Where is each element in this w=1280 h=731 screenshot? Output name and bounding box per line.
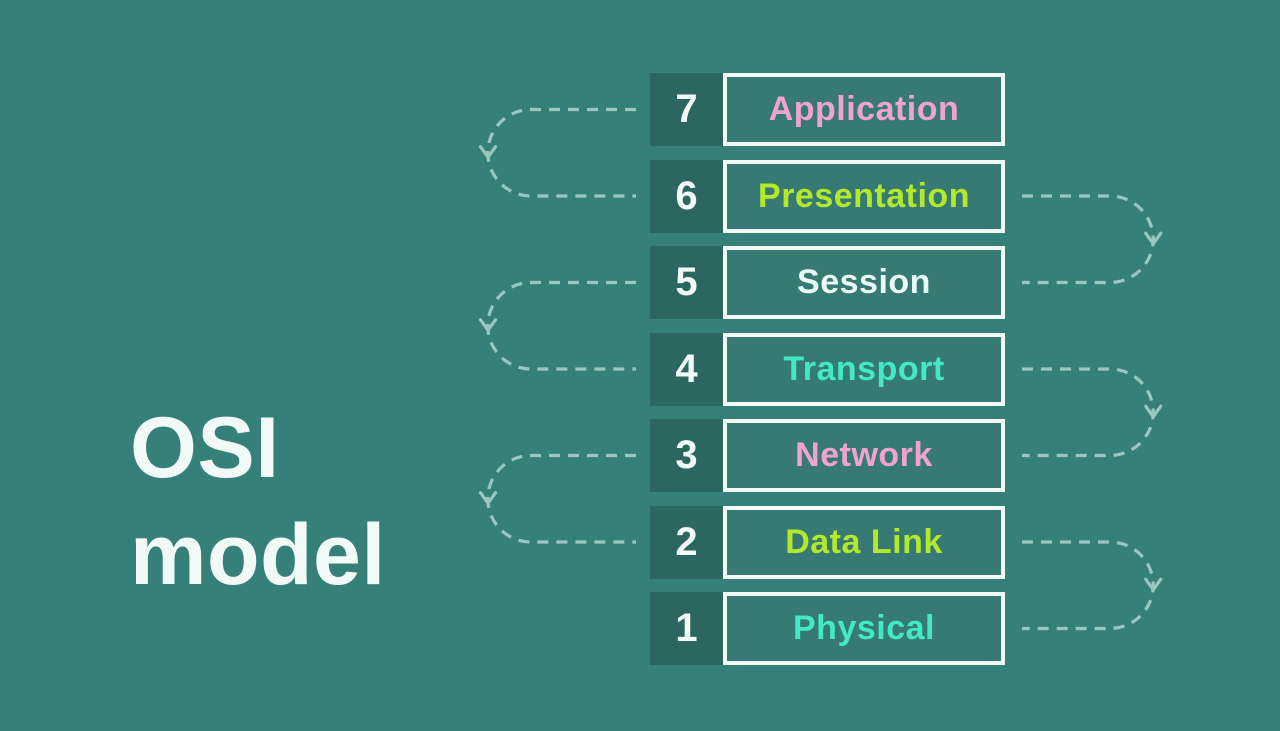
layer-number-box: 7 <box>650 73 723 146</box>
layer-number-box: 1 <box>650 592 723 665</box>
flow-loop-left-3-to-2 <box>486 453 636 544</box>
layer-label-box: Application <box>723 73 1005 146</box>
layer-label: Physical <box>793 609 935 647</box>
page-title-line-1: OSI <box>130 400 280 496</box>
layer-label: Data Link <box>785 522 943 561</box>
layer-number-box: 2 <box>650 505 723 579</box>
layer-row-transport: 4 Transport <box>650 332 1005 406</box>
layer-label-box: Presentation <box>723 159 1005 233</box>
arrow-down-icon <box>1144 231 1163 246</box>
layer-label-box: Network <box>723 419 1005 492</box>
page-title-line-2: model <box>130 507 386 603</box>
layer-label: Presentation <box>758 176 970 215</box>
layer-row-application: 7 Application <box>650 73 1005 146</box>
layer-label-box: Transport <box>723 332 1005 406</box>
layer-label-box: Physical <box>723 592 1005 665</box>
layer-label-box: Session <box>723 246 1005 319</box>
layer-label: Transport <box>783 349 945 388</box>
layer-label: Network <box>795 436 933 474</box>
layer-number-box: 5 <box>650 246 723 319</box>
layer-label: Session <box>797 263 931 301</box>
page-title: OSI model <box>130 395 386 609</box>
layer-row-session: 5 Session <box>650 246 1005 319</box>
arrow-down-icon <box>478 145 498 159</box>
flow-loop-right-6-to-5 <box>1022 194 1155 285</box>
layer-row-presentation: 6 Presentation <box>650 159 1005 233</box>
flow-loop-right-4-to-3 <box>1022 367 1155 458</box>
layer-label: Application <box>768 90 960 128</box>
layer-number-box: 4 <box>650 332 723 406</box>
arrow-down-icon <box>478 491 498 505</box>
layer-number-box: 6 <box>650 159 723 233</box>
layer-row-physical: 1 Physical <box>650 592 1005 665</box>
arrow-down-icon <box>478 318 498 332</box>
layer-row-data-link: 2 Data Link <box>650 505 1005 579</box>
flow-loop-left-5-to-4 <box>486 280 636 371</box>
layer-label-box: Data Link <box>723 505 1005 579</box>
arrow-down-icon <box>1144 404 1163 419</box>
flow-loop-right-2-to-1 <box>1022 540 1155 631</box>
layer-number-box: 3 <box>650 419 723 492</box>
arrow-down-icon <box>1144 577 1163 592</box>
osi-layer-stack: 7 Application 6 Presentation 5 Session 4… <box>650 73 1005 665</box>
layer-row-network: 3 Network <box>650 419 1005 492</box>
flow-loop-left-7-to-6 <box>486 107 636 198</box>
